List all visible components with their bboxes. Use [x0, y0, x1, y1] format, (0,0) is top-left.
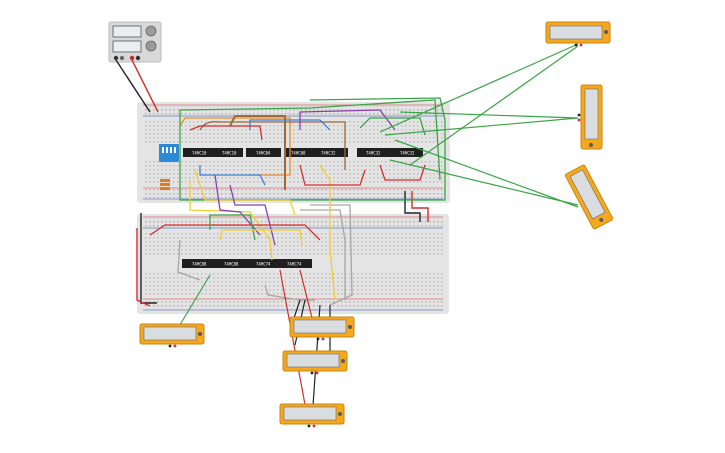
- ic-chip[interactable]: 74HC10 74HC10: [183, 148, 243, 157]
- multimeter-right-tilted[interactable]: [564, 164, 614, 230]
- switch-lever[interactable]: [162, 147, 164, 153]
- ic-chip[interactable]: 74HC08 74HC32: [284, 148, 348, 157]
- ic-chip[interactable]: 74HC08 74HC08 74HC74 74HC74: [182, 259, 312, 268]
- chip-label: 74HC08: [291, 151, 306, 156]
- meter-probe-v[interactable]: [321, 337, 325, 341]
- meter-display: [569, 169, 606, 220]
- meter-dial[interactable]: [589, 143, 593, 147]
- meter-probe-com[interactable]: [168, 344, 172, 348]
- chip-row-bottom: 74HC08 74HC08 74HC74 74HC74: [182, 259, 312, 268]
- ground-terminal[interactable]: [119, 55, 125, 61]
- switch-lever[interactable]: [174, 147, 176, 153]
- positive-terminal[interactable]: [129, 55, 135, 61]
- power-supply[interactable]: [108, 21, 162, 63]
- multimeter-bottom-left[interactable]: [139, 323, 205, 348]
- meter-display: [293, 319, 347, 334]
- meter-probe-com[interactable]: [307, 424, 311, 428]
- meter-probe-v[interactable]: [173, 344, 177, 348]
- meter-probe-v[interactable]: [579, 43, 583, 47]
- multimeter-top-right[interactable]: [545, 21, 611, 47]
- meter-probe-com[interactable]: [316, 337, 320, 341]
- meter-dial[interactable]: [198, 332, 202, 336]
- ic-chip[interactable]: 74HC32 74HC32: [357, 148, 423, 157]
- current-knob[interactable]: [145, 40, 157, 52]
- meter-probe-com[interactable]: [577, 113, 581, 117]
- wires-signal[interactable]: [149, 97, 446, 306]
- dip-switch[interactable]: [159, 144, 179, 162]
- meter-display: [584, 88, 599, 140]
- chip-label: 74HC74: [256, 262, 271, 267]
- meter-probe-com[interactable]: [574, 43, 578, 47]
- meter-display: [283, 406, 337, 421]
- voltage-display: [112, 25, 142, 38]
- chip-label: 74HC08: [192, 262, 207, 267]
- meter-probe-v[interactable]: [312, 424, 316, 428]
- chip-label: 74HC74: [287, 262, 302, 267]
- chip-row-top: 74HC10 74HC10 74HC04 74HC08 74HC32 74HC3…: [183, 148, 423, 157]
- multimeter-center-3[interactable]: [279, 403, 345, 428]
- multimeter-right-vertical[interactable]: [577, 84, 603, 150]
- resistor-pack[interactable]: [160, 179, 170, 190]
- chip-label: 74HC10: [222, 151, 237, 156]
- wires-to-meters[interactable]: [171, 43, 579, 421]
- chip-label: 74HC04: [256, 151, 271, 156]
- ic-chip[interactable]: 74HC04: [246, 148, 281, 157]
- chip-label: 74HC10: [192, 151, 207, 156]
- meter-display: [549, 25, 603, 40]
- chip-label: 74HC32: [321, 151, 336, 156]
- chip-label: 74HC32: [366, 151, 381, 156]
- switch-lever[interactable]: [170, 147, 172, 153]
- current-display: [112, 40, 142, 53]
- meter-display: [143, 326, 197, 341]
- wires-power[interactable]: [115, 59, 429, 307]
- meter-dial[interactable]: [338, 412, 342, 416]
- meter-dial[interactable]: [604, 30, 608, 34]
- meter-dial[interactable]: [599, 217, 604, 222]
- power-switch[interactable]: [135, 55, 141, 61]
- meter-display: [286, 353, 340, 368]
- meter-probe-com[interactable]: [310, 371, 314, 375]
- multimeter-center-1[interactable]: [289, 316, 355, 341]
- switch-lever[interactable]: [166, 147, 168, 153]
- chip-label: 74HC08: [224, 262, 239, 267]
- meter-dial[interactable]: [341, 359, 345, 363]
- negative-terminal[interactable]: [113, 55, 119, 61]
- meter-dial[interactable]: [348, 325, 352, 329]
- voltage-knob[interactable]: [145, 25, 157, 37]
- meter-probe-v[interactable]: [577, 118, 581, 122]
- chip-label: 74HC32: [400, 151, 415, 156]
- multimeter-center-2[interactable]: [282, 350, 348, 375]
- meter-probe-v[interactable]: [315, 371, 319, 375]
